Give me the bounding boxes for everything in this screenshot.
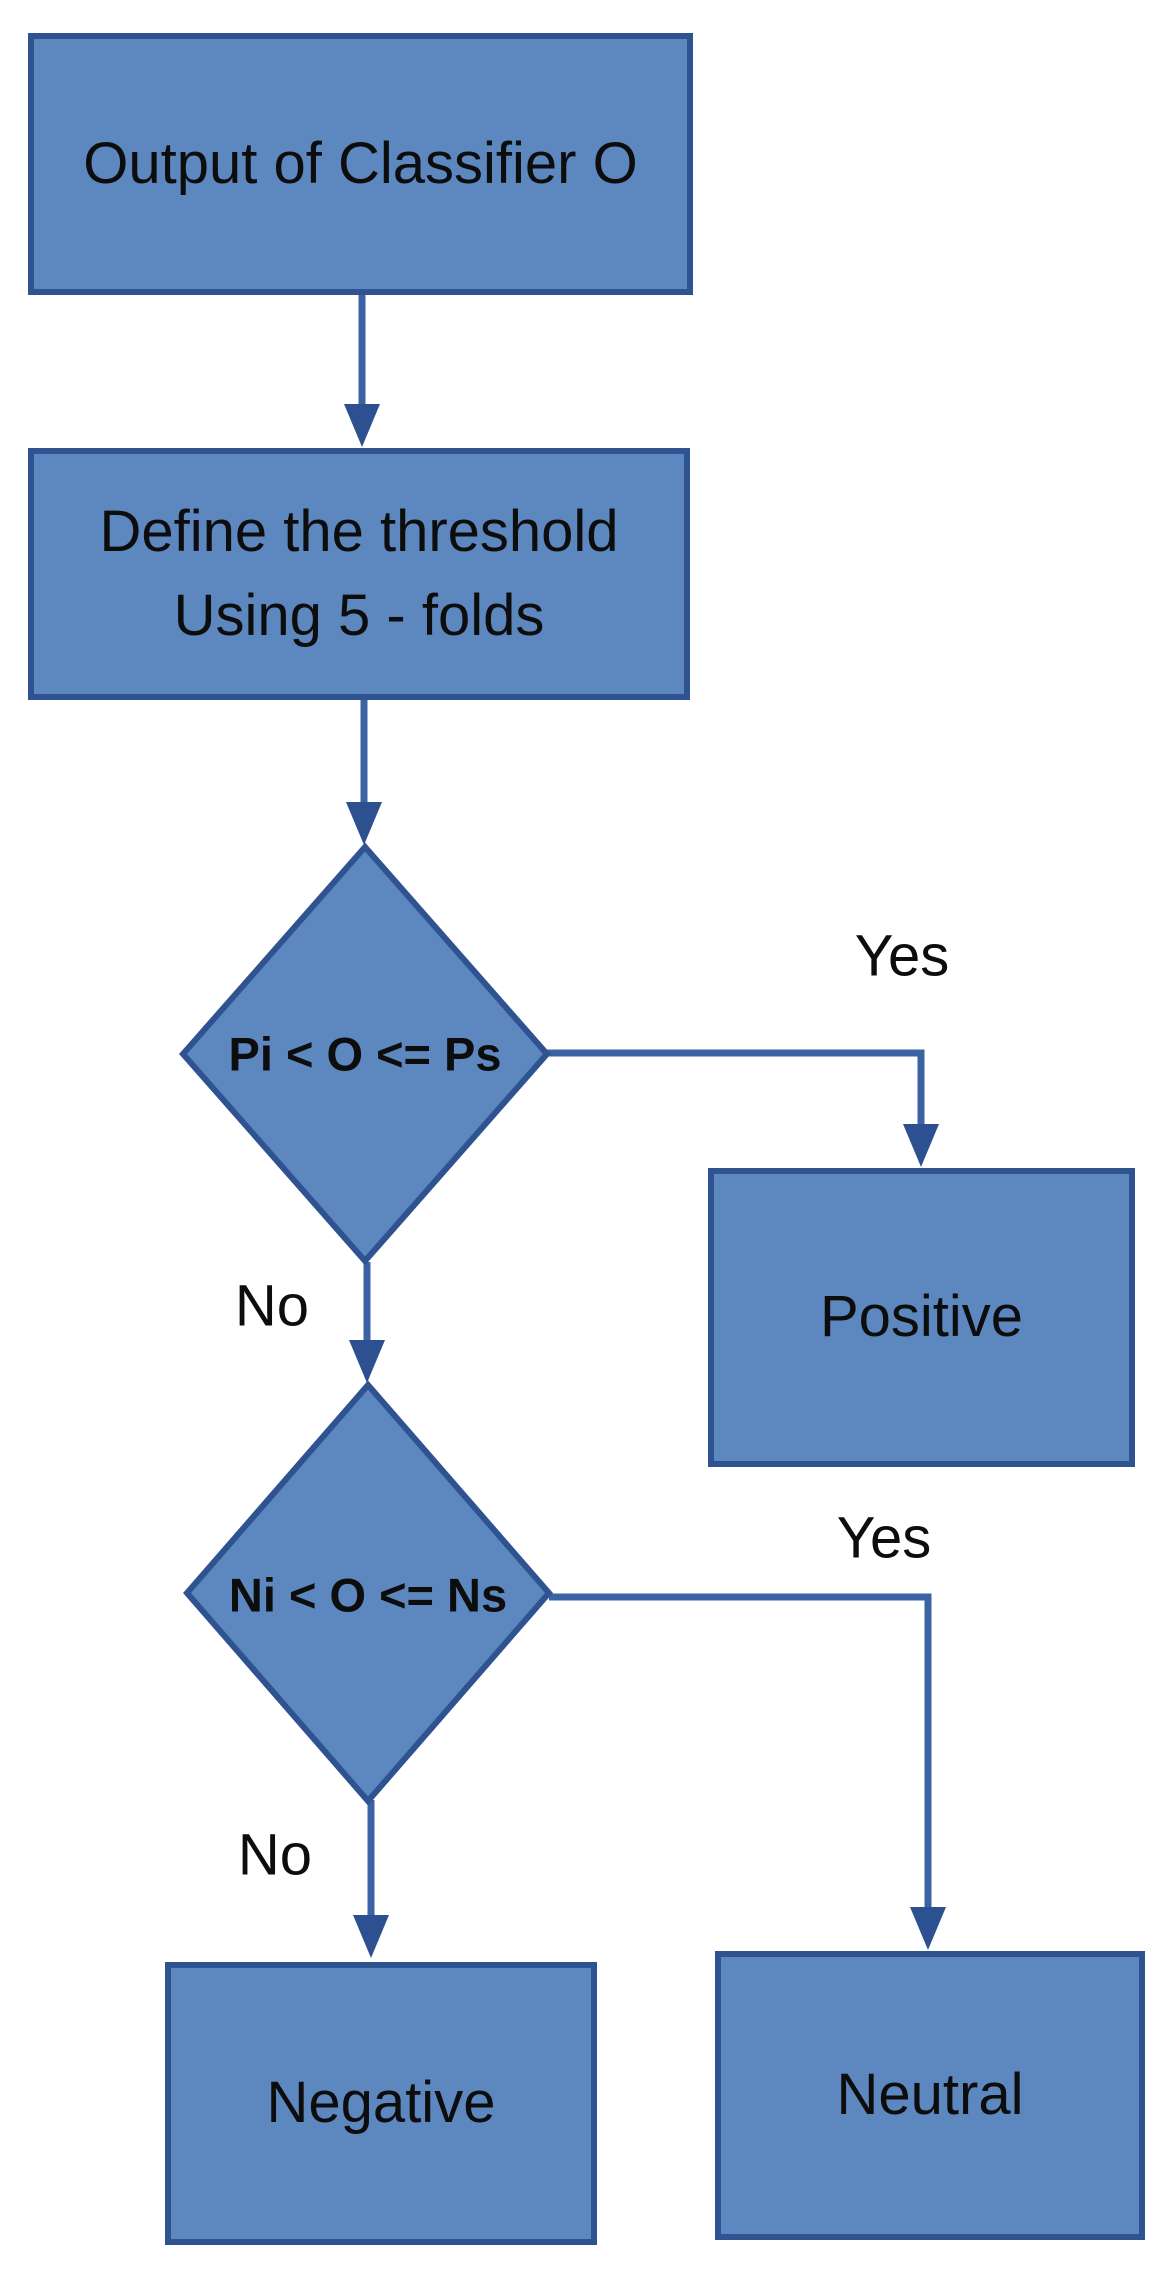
node-positive-box: Positive (708, 1168, 1135, 1467)
edge-label-no-p: No (234, 1273, 310, 1339)
node-neutral-label: Neutral (836, 2062, 1024, 2128)
arrowhead-decision-n-yes (910, 1907, 946, 1950)
node-positive-label: Positive (819, 1284, 1024, 1350)
connector-decision-n-yes (549, 1593, 932, 1911)
connector-decision-p-yes (547, 1049, 925, 1128)
node-negative-box: Negative (165, 1962, 597, 2245)
decision-p-label: Pi < O <= Ps (228, 1027, 502, 1081)
edge-label-yes-n: Yes (836, 1505, 932, 1571)
arrowhead-decision-p-yes (903, 1124, 939, 1167)
arrowhead-threshold-to-decision-p (346, 802, 382, 845)
node-output-label: Output of Classifier O (83, 130, 638, 196)
node-threshold-box: Define the threshold Using 5 - folds (28, 448, 690, 700)
node-output-box: Output of Classifier O (28, 33, 693, 295)
decision-diamond-n (183, 1380, 553, 1806)
arrowhead-decision-n-no (353, 1915, 389, 1958)
arrowhead-decision-p-no (349, 1340, 385, 1383)
decision-diamond-p (179, 842, 551, 1266)
decision-n-label: Ni < O <= Ns (228, 1568, 508, 1622)
arrowhead-output-to-threshold (344, 404, 380, 447)
node-neutral-box: Neutral (715, 1951, 1145, 2240)
node-negative-label: Negative (266, 2070, 496, 2136)
node-threshold-label: Define the threshold Using 5 - folds (99, 498, 619, 648)
edge-label-no-n: No (237, 1822, 313, 1888)
edge-label-yes-p: Yes (854, 923, 950, 989)
